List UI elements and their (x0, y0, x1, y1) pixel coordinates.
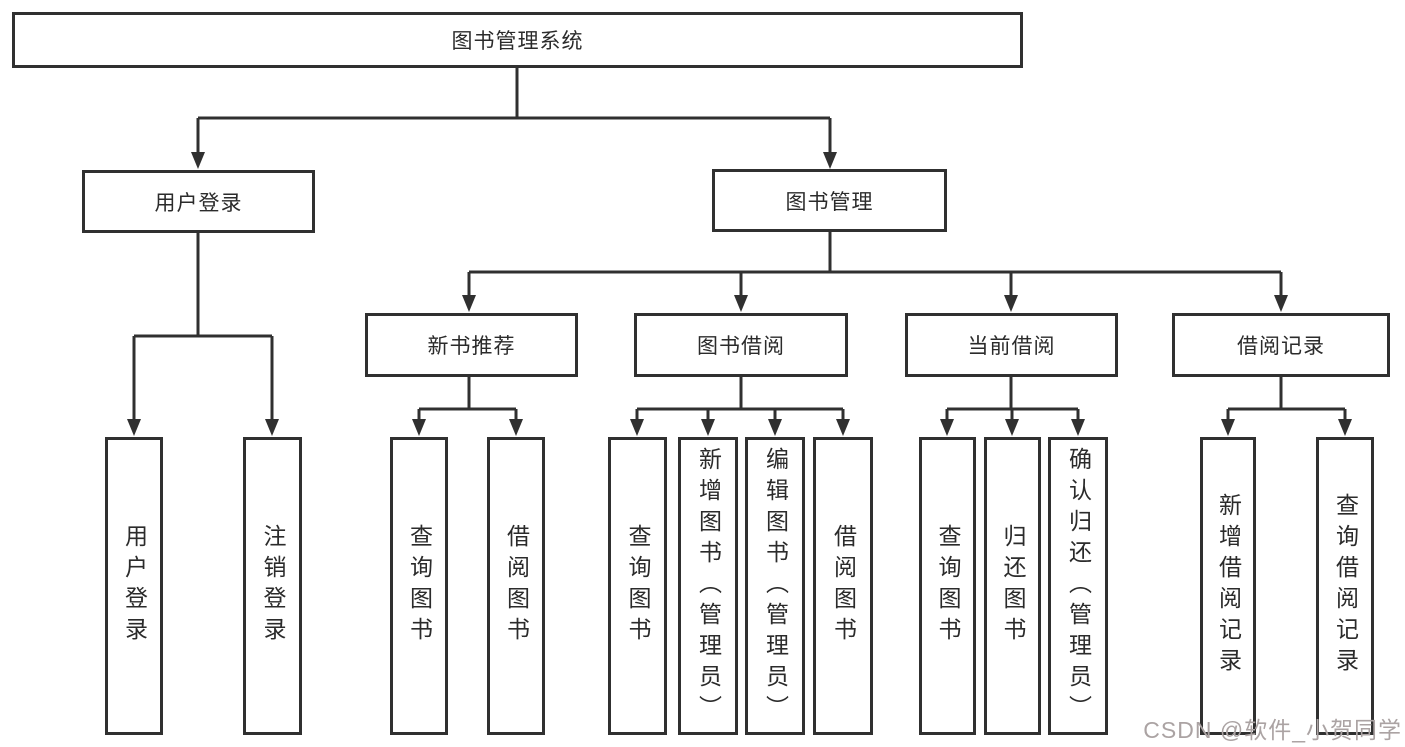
node-label: 新增图书（管理员） (695, 446, 722, 726)
node-new-book-recommend: 新书推荐 (365, 313, 578, 377)
node-borrow-records: 借阅记录 (1172, 313, 1390, 377)
node-current-borrow: 当前借阅 (905, 313, 1118, 377)
node-label: 图书管理 (785, 190, 874, 214)
node-user-login: 用户登录 (82, 170, 315, 233)
node-label: 图书管理系统 (451, 30, 584, 53)
leaf-confirm-return-admin: 确认归还（管理员） (1048, 437, 1108, 735)
node-label: 用户登录 (154, 191, 243, 215)
leaf-query-books-current: 查询图书 (919, 437, 976, 735)
leaf-add-borrow-record: 新增借阅记录 (1200, 437, 1256, 735)
node-label: 新增借阅记录 (1215, 493, 1242, 679)
leaf-user-login: 用户登录 (105, 437, 163, 735)
node-label: 编辑图书（管理员） (762, 446, 789, 726)
node-label: 借阅记录 (1237, 335, 1325, 358)
node-book-borrow: 图书借阅 (634, 313, 848, 377)
node-label: 查询图书 (406, 524, 433, 648)
leaf-query-borrow-record: 查询借阅记录 (1316, 437, 1374, 735)
node-label: 查询图书 (625, 524, 651, 648)
leaf-add-books-admin: 新增图书（管理员） (678, 437, 738, 735)
node-book-management: 图书管理 (712, 169, 947, 232)
node-label: 查询图书 (935, 524, 961, 648)
node-label: 借阅图书 (503, 524, 530, 648)
node-label: 用户登录 (121, 524, 148, 648)
csdn-watermark: CSDN @软件_小贺同学 (1143, 717, 1402, 743)
node-label: 借阅图书 (830, 524, 857, 648)
leaf-edit-books-admin: 编辑图书（管理员） (745, 437, 805, 735)
node-label: 查询借阅记录 (1332, 493, 1359, 679)
node-library-management-system: 图书管理系统 (12, 12, 1023, 68)
leaf-borrow-books: 借阅图书 (813, 437, 873, 735)
leaf-query-books-recommend: 查询图书 (390, 437, 448, 735)
node-label: 当前借阅 (967, 335, 1056, 358)
leaf-logout: 注销登录 (243, 437, 302, 735)
leaf-return-books: 归还图书 (984, 437, 1041, 735)
node-label: 注销登录 (260, 524, 286, 648)
node-label: 归还图书 (1000, 524, 1026, 648)
leaf-borrow-books-recommend: 借阅图书 (487, 437, 545, 735)
leaf-query-books: 查询图书 (608, 437, 667, 735)
node-label: 新书推荐 (427, 335, 516, 358)
node-label: 确认归还（管理员） (1065, 446, 1092, 726)
node-label: 图书借阅 (697, 335, 785, 358)
